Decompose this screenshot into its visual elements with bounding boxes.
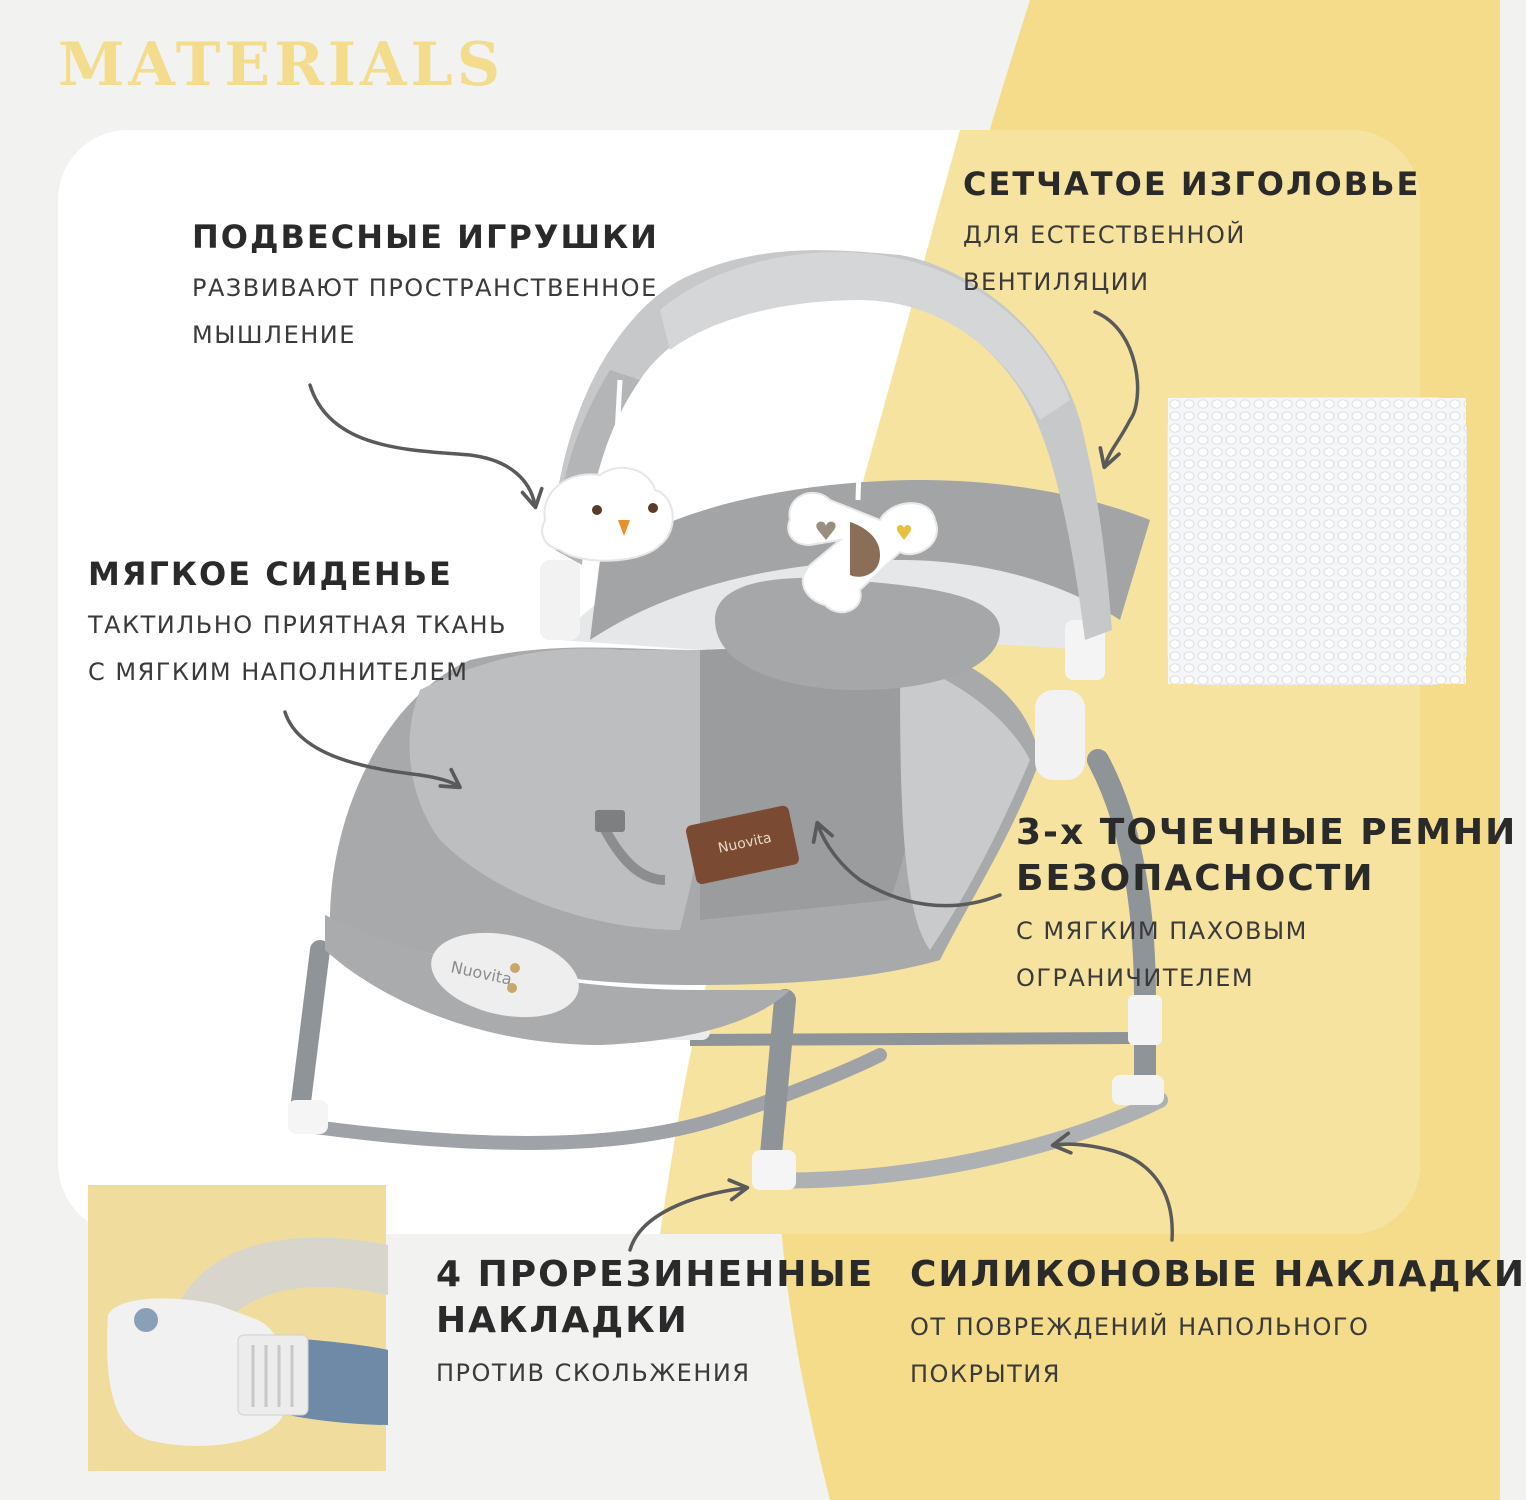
callout-mesh-headrest: СЕТЧАТОЕ ИЗГОЛОВЬЕ ДЛЯ ЕСТЕСТВЕННОЙ ВЕНТ… bbox=[963, 162, 1420, 306]
mesh-texture-inset bbox=[1168, 398, 1466, 684]
callout-silicone-pads: СИЛИКОНОВЫЕ НАКЛАДКИ ОТ ПОВРЕЖДЕНИЙ НАПО… bbox=[910, 1252, 1526, 1398]
callout-title: СЕТЧАТОЕ ИЗГОЛОВЬЕ bbox=[963, 165, 1421, 203]
callout-desc: РАЗВИВАЮТ ПРОСТРАНСТВЕННОЕ bbox=[192, 274, 658, 302]
callout-title: 4 ПРОРЕЗИНЕННЫЕ bbox=[436, 1254, 875, 1295]
arrow-seat bbox=[283, 710, 462, 790]
rubber-pad-icon bbox=[88, 1185, 388, 1471]
callout-desc: ОТ ПОВРЕЖДЕНИЙ НАПОЛЬНОГО bbox=[910, 1313, 1370, 1341]
arrow-belts bbox=[811, 820, 1002, 908]
rubber-pad-inset bbox=[88, 1185, 388, 1471]
callout-desc: МЫШЛЕНИЕ bbox=[192, 321, 356, 349]
callout-title: СИЛИКОНОВЫЕ НАКЛАДКИ bbox=[910, 1254, 1526, 1295]
callout-title: ПОДВЕСНЫЕ ИГРУШКИ bbox=[192, 218, 659, 256]
arrow-toys bbox=[308, 383, 544, 510]
callout-title: МЯГКОЕ СИДЕНЬЕ bbox=[88, 555, 453, 593]
callout-title: НАКЛАДКИ bbox=[436, 1300, 689, 1341]
product-bouncer: Nuovita Nuovita bbox=[288, 250, 1168, 1190]
arrow-silicone bbox=[1050, 1131, 1174, 1242]
callout-desc: ТАКТИЛЬНО ПРИЯТНАЯ ТКАНЬ bbox=[88, 611, 508, 639]
callout-desc: С МЯГКИМ ПАХОВЫМ bbox=[1016, 917, 1308, 945]
callout-desc: ПРОТИВ СКОЛЬЖЕНИЯ bbox=[436, 1359, 751, 1387]
callout-hanging-toys: ПОДВЕСНЫЕ ИГРУШКИ РАЗВИВАЮТ ПРОСТРАНСТВЕ… bbox=[192, 215, 659, 359]
callout-rubber-pads: 4 ПРОРЕЗИНЕННЫЕ НАКЛАДКИ ПРОТИВ СКОЛЬЖЕН… bbox=[436, 1252, 874, 1397]
arrow-headrest bbox=[1093, 310, 1140, 470]
callout-safety-belts: 3-х ТОЧЕЧНЫЕ РЕМНИ БЕЗОПАСНОСТИ С МЯГКИМ… bbox=[1016, 810, 1517, 1002]
arrow-rubber bbox=[628, 1178, 750, 1252]
page-title: MATERIALS bbox=[58, 30, 505, 100]
callout-desc: ВЕНТИЛЯЦИИ bbox=[963, 268, 1150, 296]
callout-soft-seat: МЯГКОЕ СИДЕНЬЕ ТАКТИЛЬНО ПРИЯТНАЯ ТКАНЬ … bbox=[88, 552, 507, 696]
callout-title: БЕЗОПАСНОСТИ bbox=[1016, 858, 1375, 899]
callout-title: 3-х ТОЧЕЧНЫЕ РЕМНИ bbox=[1016, 812, 1518, 853]
callout-desc: ДЛЯ ЕСТЕСТВЕННОЙ bbox=[963, 221, 1246, 249]
mesh-icon bbox=[1168, 398, 1466, 684]
callout-desc: С МЯГКИМ НАПОЛНИТЕЛЕМ bbox=[88, 658, 469, 686]
callout-desc: ПОКРЫТИЯ bbox=[910, 1360, 1061, 1388]
callout-desc: ОГРАНИЧИТЕЛЕМ bbox=[1016, 964, 1255, 992]
